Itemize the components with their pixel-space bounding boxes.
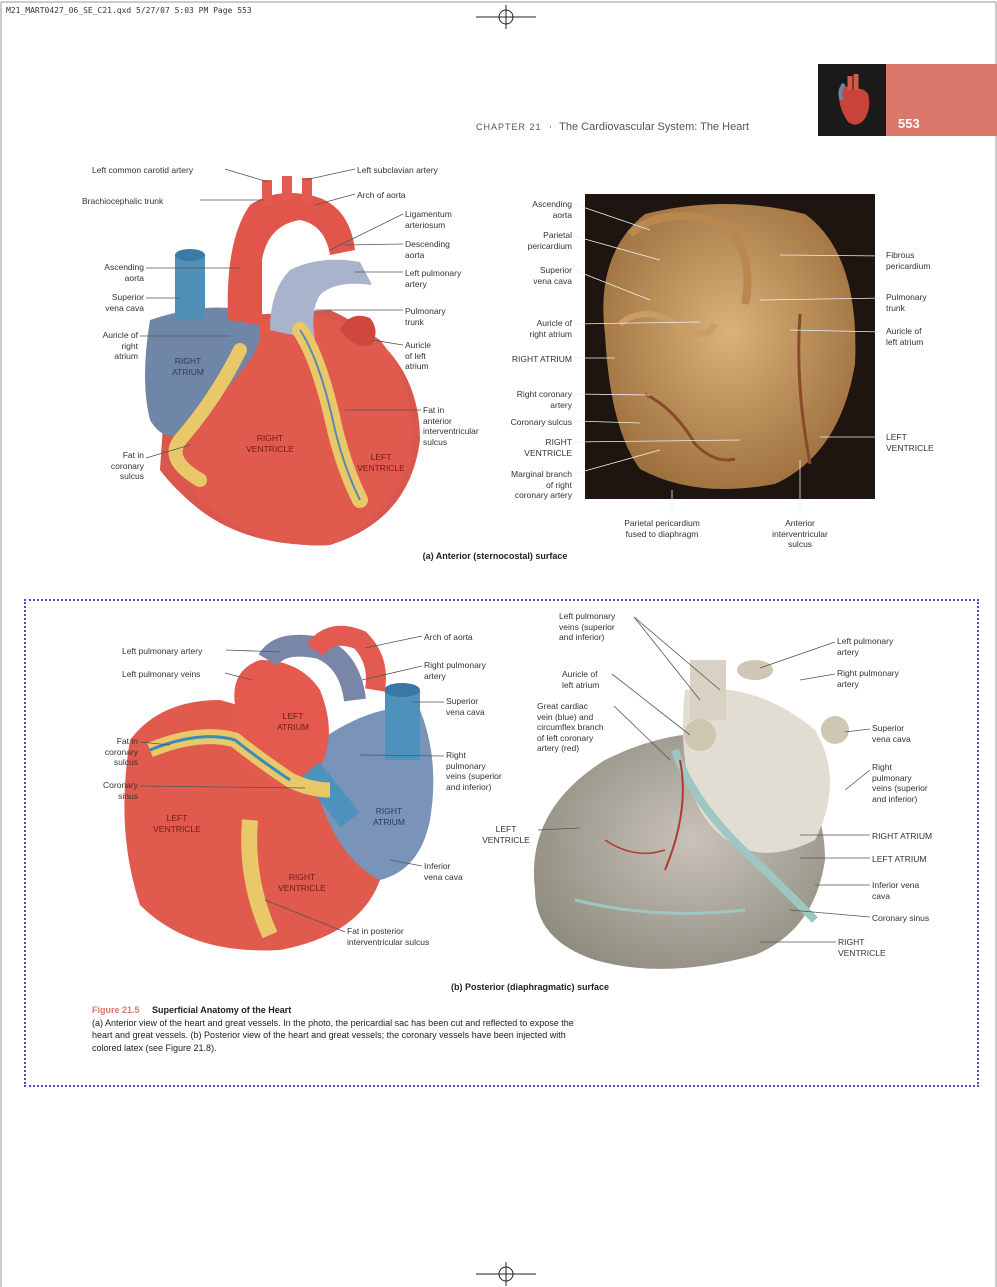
chapter-tab: 553: [818, 64, 997, 136]
registration-mark-top: [476, 5, 536, 29]
figure-text-2: heart and great vessels. (b) Posterior v…: [92, 1029, 772, 1042]
registration-mark-bottom: [476, 1262, 536, 1286]
heart-thumbnail: [818, 64, 886, 136]
panel-a-caption: (a) Anterior (sternocostal) surface: [330, 551, 660, 561]
panel-b-caption: (b) Posterior (diaphragmatic) surface: [380, 982, 680, 992]
chapter-label: CHAPTER 21: [476, 122, 542, 132]
header-separator: ·: [549, 121, 553, 133]
figure-caption: Figure 21.5 Superficial Anatomy of the H…: [92, 1004, 772, 1054]
figure-text-1: (a) Anterior view of the heart and great…: [92, 1017, 772, 1030]
photo-b-right-atrium: RIGHT ATRIUM: [872, 831, 932, 842]
anterior-heart-photo: [585, 194, 875, 499]
label-b-left-pulmonary-artery: Left pulmonary artery: [122, 646, 202, 657]
running-header: CHAPTER 21 · The Cardiovascular System: …: [476, 121, 749, 133]
label-arch-of-aorta: Arch of aorta: [357, 190, 406, 201]
figure-number: Figure 21.5: [92, 1005, 140, 1015]
photo-label-coronary-sulcus: Coronary sulcus: [490, 417, 572, 428]
figure-heading: Figure 21.5 Superficial Anatomy of the H…: [92, 1004, 772, 1017]
photo-b-coronary-sinus: Coronary sinus: [872, 913, 929, 924]
chapter-title: The Cardiovascular System: The Heart: [559, 121, 749, 133]
label-b-arch-of-aorta: Arch of aorta: [424, 632, 473, 643]
posterior-heart-photo-drawing: [515, 640, 855, 980]
label-left-common-carotid: Left common carotid artery: [92, 165, 193, 176]
print-slug: M21_MART0427_06_SE_C21.qxd 5/27/07 5:03 …: [6, 6, 252, 15]
figure-text-3: colored latex (see Figure 21.8).: [92, 1042, 772, 1055]
label-b-left-pulmonary-veins: Left pulmonary veins: [122, 669, 200, 680]
label-left-subclavian: Left subclavian artery: [357, 165, 438, 176]
heart-thumbnail-icon: [818, 64, 886, 136]
label-brachiocephalic: Brachiocephalic trunk: [82, 196, 163, 207]
anterior-heart-photo-drawing: [585, 194, 875, 499]
figure-title: Superficial Anatomy of the Heart: [152, 1005, 291, 1015]
page-number: 553: [898, 116, 920, 131]
photo-b-left-atrium: LEFT ATRIUM: [872, 854, 926, 865]
photo-label-right-atrium: RIGHT ATRIUM: [490, 354, 572, 365]
posterior-heart-photo: [515, 640, 855, 980]
